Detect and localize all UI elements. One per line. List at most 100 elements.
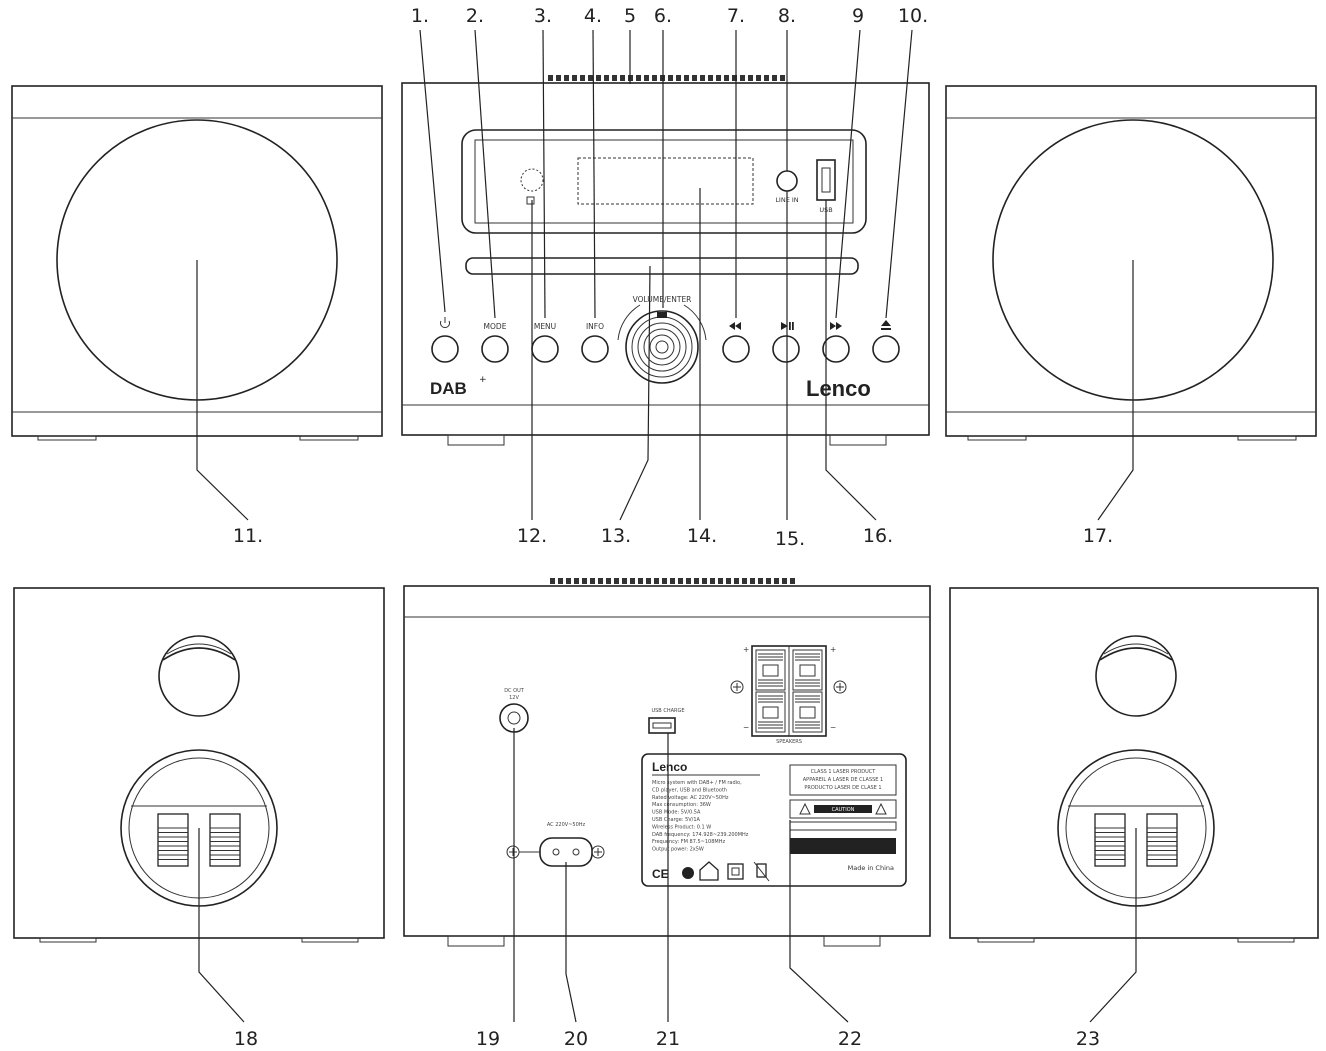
- dc-voltage-label: 12V: [509, 695, 519, 701]
- vent-slot: [700, 75, 705, 81]
- speaker-clip[interactable]: [755, 691, 786, 733]
- vent-slot: [686, 578, 691, 584]
- next-button[interactable]: [822, 335, 850, 363]
- info-button[interactable]: [581, 335, 609, 363]
- vent-slot: [556, 75, 561, 81]
- eject-button[interactable]: [872, 335, 900, 363]
- callout-numbers-mid: 11. 12. 13. 14. 15. 16. 17.: [233, 525, 1113, 550]
- speaker-terminals-right[interactable]: [1094, 813, 1178, 867]
- vent-slot: [764, 75, 769, 81]
- callout-22: 22: [838, 1028, 862, 1050]
- vent-slot: [790, 578, 795, 584]
- vent-slot: [694, 578, 699, 584]
- vent-slot: [620, 75, 625, 81]
- dab-logo: DAB: [430, 379, 467, 398]
- rating-line: DAB frequency: 174.928~239.200MHz: [652, 832, 749, 838]
- vent-slot: [646, 578, 651, 584]
- rating-line: Frequency: FM 87.5~108MHz: [652, 839, 725, 845]
- vent-slot: [782, 578, 787, 584]
- play-pause-icon: [781, 322, 794, 330]
- volume-knob[interactable]: [625, 310, 699, 384]
- cd-slot[interactable]: [465, 257, 859, 275]
- vent-slot: [750, 578, 755, 584]
- plus-left: +: [743, 645, 749, 654]
- vent-slot: [574, 578, 579, 584]
- speaker-terminals-left[interactable]: [157, 813, 241, 867]
- play-pause-button[interactable]: [772, 335, 800, 363]
- vent-slot: [630, 578, 635, 584]
- vent-slot: [716, 75, 721, 81]
- mode-button[interactable]: [481, 335, 509, 363]
- dc-out-label: DC OUT: [504, 688, 525, 694]
- minus-right: −: [830, 723, 836, 732]
- callout-19: 19: [476, 1028, 500, 1050]
- minus-left: −: [743, 723, 749, 732]
- vent-slot: [588, 75, 593, 81]
- callout-numbers-top: 1. 2. 3. 4. 5 6. 7. 8. 9 10.: [411, 5, 928, 27]
- spring-terminal[interactable]: [209, 813, 241, 867]
- vent-slot: [604, 75, 609, 81]
- callout-2: 2.: [466, 5, 484, 27]
- callout-4: 4.: [584, 5, 602, 27]
- speaker-clip[interactable]: [792, 649, 823, 691]
- vent-slot: [596, 75, 601, 81]
- vent-slot: [644, 75, 649, 81]
- rating-line: USB Mode: 5V/0.5A: [652, 810, 701, 816]
- line-in-jack[interactable]: [776, 170, 798, 192]
- spring-terminal[interactable]: [1146, 813, 1178, 867]
- menu-button[interactable]: [531, 335, 559, 363]
- vent-slot: [564, 75, 569, 81]
- barcode-bar: [790, 838, 896, 854]
- callout-11: 11.: [233, 525, 263, 547]
- vent-slot: [772, 75, 777, 81]
- callout-10: 10.: [898, 5, 928, 27]
- ac-label: AC 220V~50Hz: [547, 822, 586, 828]
- prev-track-icon: [729, 322, 741, 330]
- speakers-label: SPEAKERS: [776, 739, 802, 745]
- rating-brand: Lenco: [652, 760, 687, 774]
- vent-slot: [558, 578, 563, 584]
- main-unit-front: LINE IN USB VOLUME/ENTER: [401, 75, 930, 446]
- mode-label: MODE: [484, 322, 507, 331]
- power-button[interactable]: [431, 335, 459, 363]
- prev-button[interactable]: [722, 335, 750, 363]
- spring-terminal[interactable]: [157, 813, 189, 867]
- rating-line: USB Charge: 5V/1A: [652, 817, 701, 823]
- laser-line-1: CLASS 1 LASER PRODUCT: [811, 769, 877, 775]
- callout-13: 13.: [601, 525, 631, 547]
- callout-8: 8.: [778, 5, 796, 27]
- usb-charge-label: USB CHARGE: [651, 708, 684, 714]
- vent-slot: [740, 75, 745, 81]
- vent-slot: [598, 578, 603, 584]
- callout-1: 1.: [411, 5, 429, 27]
- rating-line: Micro system with DAB+ / FM radio,: [652, 780, 742, 786]
- vent-slot: [580, 75, 585, 81]
- vent-slot: [726, 578, 731, 584]
- front-right-speaker: [945, 85, 1317, 441]
- usb-charge-port[interactable]: [648, 717, 676, 734]
- home-icon: [699, 861, 719, 881]
- vent-slot: [724, 75, 729, 81]
- vent-slot: [566, 578, 571, 584]
- speaker-output-terminals[interactable]: + + − −: [730, 645, 847, 737]
- spring-terminal[interactable]: [1094, 813, 1126, 867]
- rear-top-vent: [550, 578, 795, 584]
- remote-sensor: [520, 168, 544, 192]
- rear-left-speaker: [13, 587, 385, 943]
- ac-power-inlet[interactable]: [506, 837, 605, 867]
- vent-slot: [732, 75, 737, 81]
- vent-slot: [748, 75, 753, 81]
- lcd-display: [577, 157, 754, 205]
- main-unit-rear: DC OUT 12V USB CHARGE AC 220V~50Hz: [403, 578, 931, 947]
- power-icon: [440, 317, 450, 328]
- vent-slot: [606, 578, 611, 584]
- callout-9: 9: [852, 5, 864, 27]
- vent-slot: [636, 75, 641, 81]
- speaker-clip[interactable]: [792, 691, 823, 733]
- vent-slot: [702, 578, 707, 584]
- usb-port[interactable]: [816, 159, 836, 201]
- laser-line-2: APPAREIL A LASER DE CLASSE 1: [803, 777, 883, 783]
- dc-out-jack[interactable]: [499, 703, 529, 733]
- speaker-clip[interactable]: [755, 649, 786, 691]
- vent-slot: [708, 75, 713, 81]
